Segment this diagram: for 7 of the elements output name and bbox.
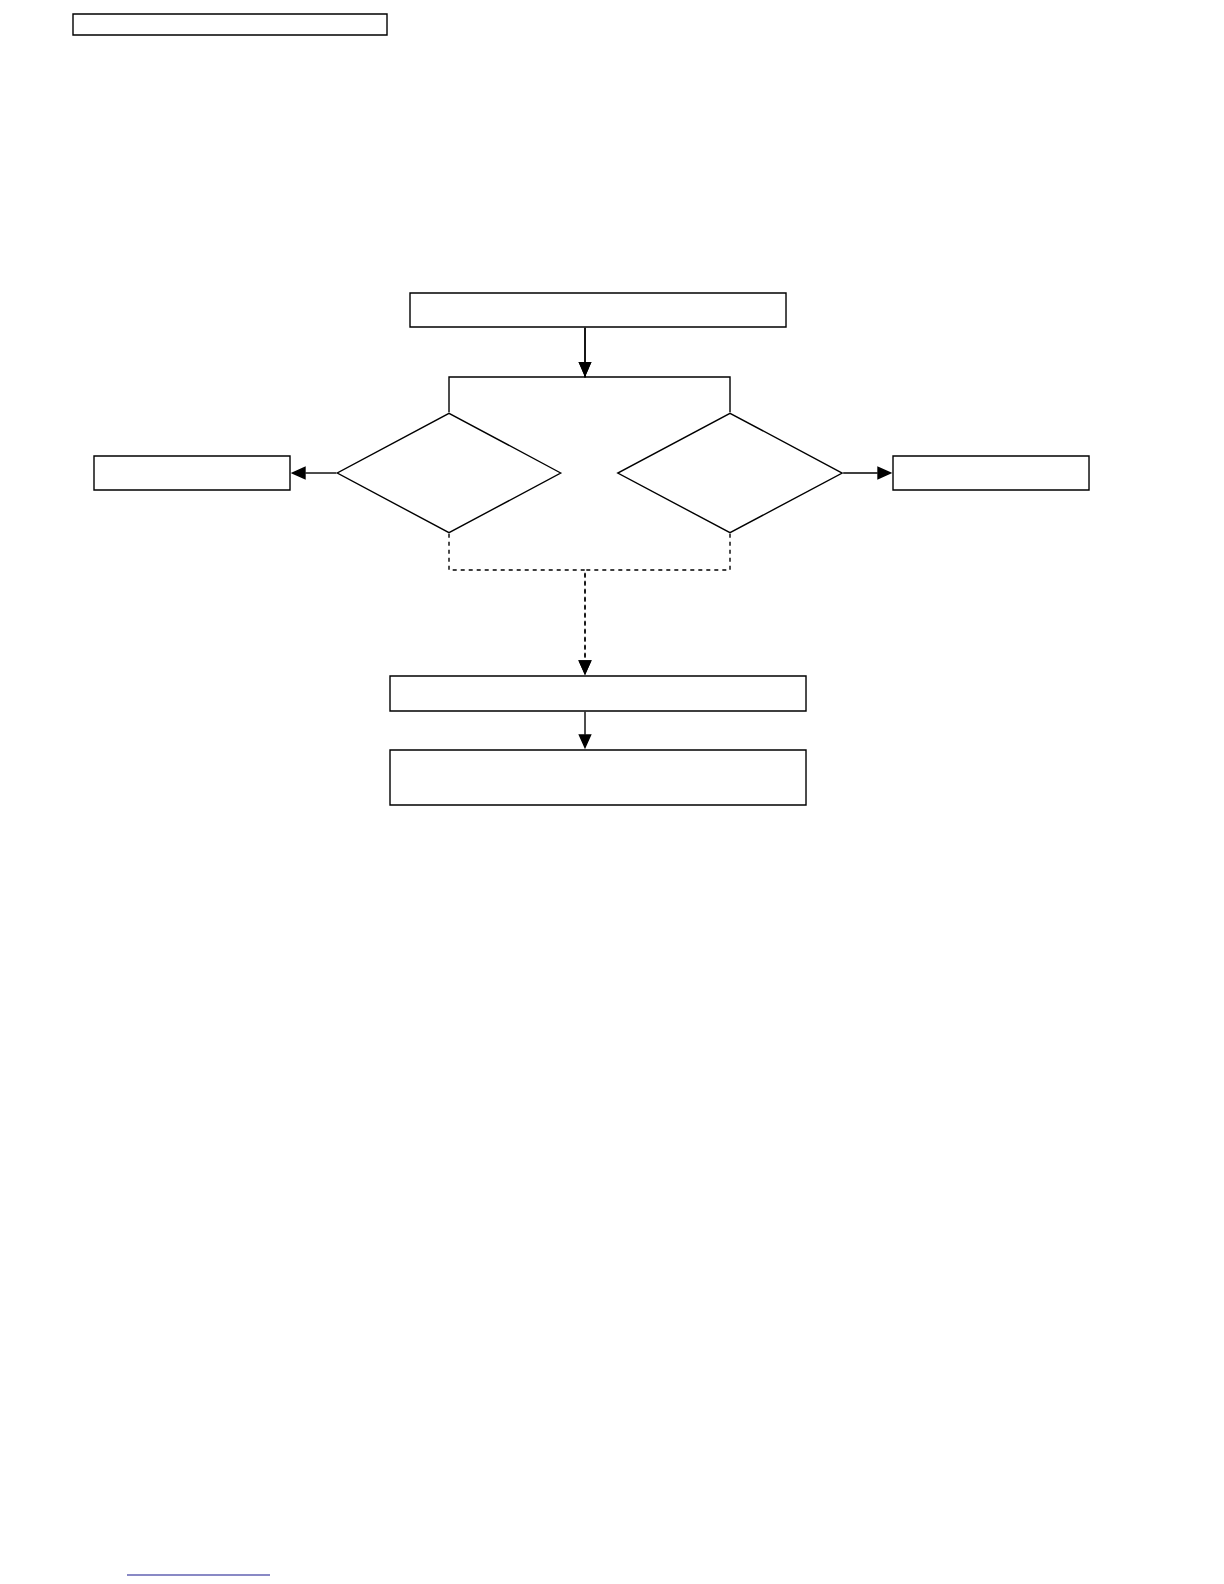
process-box	[93, 455, 291, 491]
process-box	[389, 749, 807, 806]
process-box	[892, 455, 1090, 491]
process-box	[72, 13, 388, 36]
arrow	[578, 327, 731, 413]
process-box	[409, 292, 787, 328]
process-box	[389, 675, 807, 712]
